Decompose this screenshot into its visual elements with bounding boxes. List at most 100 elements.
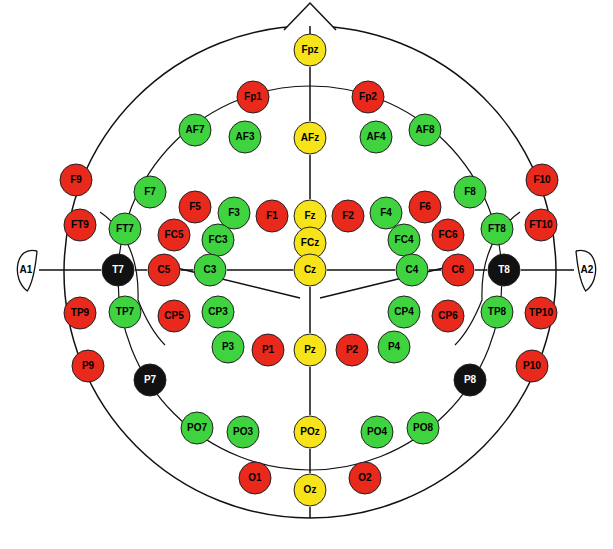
electrode-label: P10 (523, 361, 541, 371)
midline (309, 507, 311, 518)
electrode-disc (432, 219, 464, 251)
electrode-disc (179, 191, 211, 223)
montage-line (181, 269, 193, 271)
electrode-disc (109, 213, 141, 245)
electrode-disc (294, 122, 326, 154)
electrode-green: PO4 (360, 415, 394, 449)
electrode-disc (194, 254, 226, 286)
electrode-green: F7 (133, 175, 167, 209)
electrode-green: PO8 (406, 411, 440, 445)
electrode-label: PO4 (367, 427, 387, 437)
outer-circle (64, 26, 556, 518)
electrode-disc (294, 254, 326, 286)
electrode-disc (332, 200, 364, 232)
electrode-label: CP3 (208, 307, 227, 317)
electrode-disc (294, 474, 326, 506)
electrode-label: T7 (112, 265, 124, 275)
electrode-label: PO3 (233, 427, 253, 437)
electrode-label: P1 (262, 345, 274, 355)
electrode-label: Fpz (301, 45, 318, 55)
electrode-disc (181, 412, 213, 444)
electrode-black: T8 (487, 253, 521, 287)
electrode-label: C4 (406, 265, 419, 275)
montage-line (327, 269, 395, 271)
electrode-disc (481, 296, 513, 328)
electrode-label: PO7 (187, 423, 207, 433)
electrode-label: O2 (358, 473, 371, 483)
electrode-label: POz (300, 427, 319, 437)
electrode-label: AF8 (416, 125, 435, 135)
electrode-disc (229, 121, 261, 153)
electrode-label: C5 (158, 265, 171, 275)
electrode-disc (360, 121, 392, 153)
montage-line (309, 367, 311, 415)
montage-line (429, 269, 441, 271)
electrode-disc (202, 224, 234, 256)
electrode-disc (516, 350, 548, 382)
electrode-red: F2 (331, 199, 365, 233)
electrode-disc (488, 254, 520, 286)
electrode-disc (409, 191, 441, 223)
electrode-disc (109, 296, 141, 328)
electrode-disc (352, 81, 384, 113)
electrode-label: Oz (304, 485, 317, 495)
electrode-green: AF7 (178, 113, 212, 147)
electrode-label: F7 (144, 187, 156, 197)
electrode-label: FC5 (165, 230, 184, 240)
electrode-label: FCz (301, 238, 319, 248)
electrode-red: C6 (441, 253, 475, 287)
electrode-disc (60, 164, 92, 196)
electrode-green: P4 (377, 330, 411, 364)
electrode-disc (294, 416, 326, 448)
electrode-label: CP5 (164, 311, 183, 321)
electrode-disc (388, 296, 420, 328)
electrode-label: AF4 (367, 132, 386, 142)
electrode-label: P9 (82, 361, 94, 371)
electrode-red: F6 (408, 190, 442, 224)
electrode-red: Fp1 (236, 80, 270, 114)
electrode-label: P4 (388, 342, 400, 352)
electrode-midline: POz (293, 415, 327, 449)
montage-line (227, 269, 293, 271)
electrode-disc (526, 164, 558, 196)
electrode-red: FT9 (63, 208, 97, 242)
electrode-disc (378, 331, 410, 363)
electrode-label: FT8 (488, 224, 506, 234)
electrode-disc (442, 254, 474, 286)
electrode-disc (212, 331, 244, 363)
electrode-red: F1 (255, 199, 289, 233)
electrode-label: AF3 (236, 132, 255, 142)
electrode-green: AF3 (228, 120, 262, 154)
electrode-label: F10 (533, 175, 550, 185)
electrode-red: TP10 (524, 296, 558, 330)
electrode-label: CP6 (438, 311, 457, 321)
electrode-label: P3 (222, 342, 234, 352)
electrode-disc (218, 197, 250, 229)
electrode-label: F3 (228, 208, 240, 218)
montage-line (39, 269, 101, 271)
electrode-green: AF8 (408, 113, 442, 147)
electrode-red: P1 (251, 333, 285, 367)
electrode-green: TP8 (480, 295, 514, 329)
electrode-red: FC5 (157, 218, 191, 252)
electrode-disc (525, 297, 557, 329)
electrode-green: F8 (453, 175, 487, 209)
electrode-midline: Fpz (293, 33, 327, 67)
electrode-black: P7 (133, 363, 167, 397)
electrode-green: FT8 (480, 212, 514, 246)
montage-line (521, 269, 574, 271)
electrode-disc (64, 297, 96, 329)
electrode-label: FC6 (439, 230, 458, 240)
montage-line (475, 269, 487, 271)
electrode-label: C3 (204, 265, 217, 275)
electrode-label: FT7 (116, 224, 134, 234)
electrode-label: P7 (144, 375, 156, 385)
electrode-midline: AFz (293, 121, 327, 155)
electrode-disc (525, 209, 557, 241)
electrode-green: PO3 (226, 415, 260, 449)
electrode-disc (432, 300, 464, 332)
ear-outline (576, 250, 596, 291)
electrode-disc (148, 254, 180, 286)
electrode-red: TP9 (63, 296, 97, 330)
electrode-disc (158, 219, 190, 251)
